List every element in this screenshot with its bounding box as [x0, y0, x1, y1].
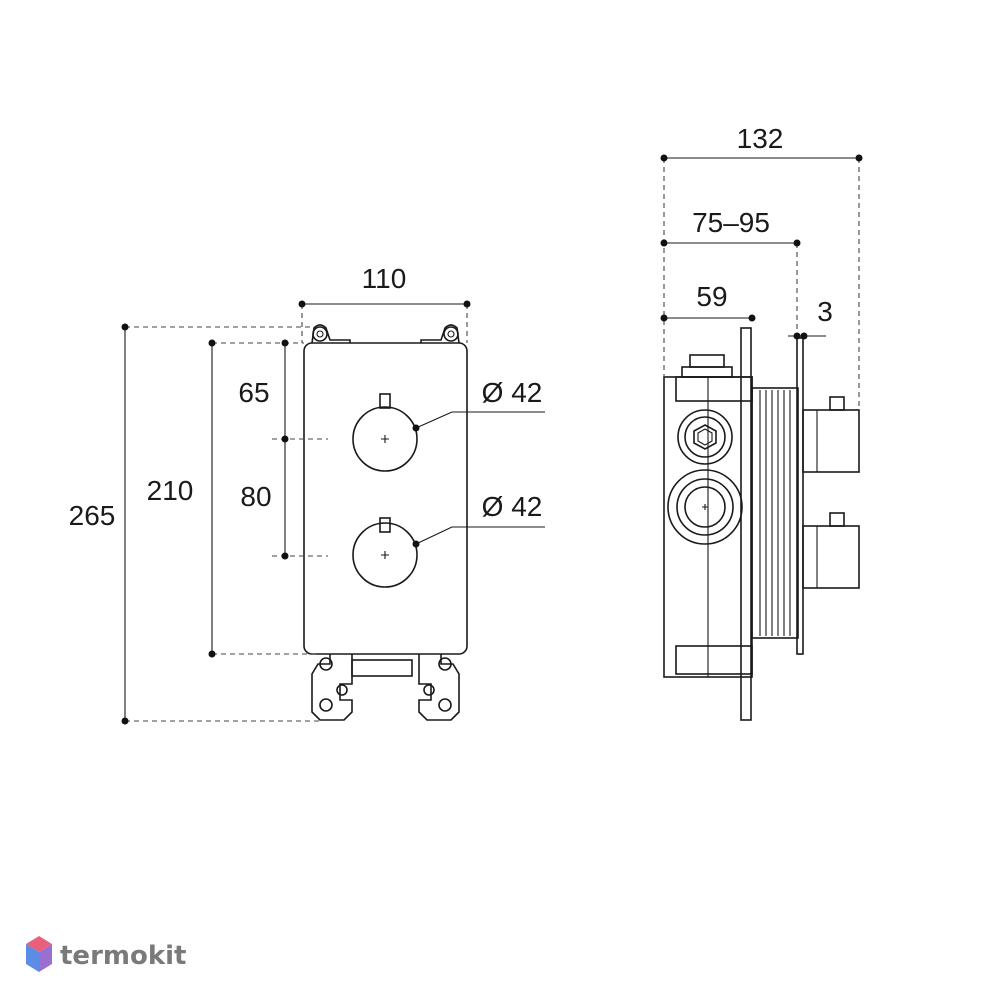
- dimension-height-210: 210: [147, 339, 320, 658]
- front-plate: [303, 342, 468, 655]
- logo-text: termokit: [60, 941, 186, 971]
- threaded-sleeve: [751, 387, 799, 639]
- knob-top: [352, 393, 418, 472]
- knob-bottom-diameter-label: Ø 42: [482, 491, 543, 522]
- diameter-leaders: Ø 42 Ø 42: [412, 377, 545, 548]
- body-depth-label: 59: [696, 281, 727, 312]
- knob-bottom-side: [802, 512, 860, 589]
- knob-bottom: [352, 517, 418, 588]
- mounting-flange: [740, 327, 752, 721]
- dimension-body-depth: 59: [660, 281, 756, 322]
- knob-top-diameter-label: Ø 42: [482, 377, 543, 408]
- hex-port: [677, 409, 733, 465]
- top-offset-label: 65: [238, 377, 269, 408]
- top-nut: [689, 354, 725, 368]
- height-inner-label: 210: [147, 475, 194, 506]
- bottom-bracket: [311, 654, 460, 721]
- depth-range-label: 75–95: [692, 207, 770, 238]
- dimension-height-265: 265: [69, 323, 320, 725]
- plate-thickness-label: 3: [817, 296, 833, 327]
- depth-total-label: 132: [737, 123, 784, 154]
- top-mounting-ears: [311, 324, 460, 344]
- knob-top-side: [802, 396, 860, 473]
- dimension-knob-spacing: 65 80: [238, 339, 328, 560]
- dimension-depth-range: 75–95: [660, 207, 801, 338]
- dimension-plate-thickness: 3: [788, 296, 833, 340]
- bottom-block: [675, 645, 753, 675]
- termokit-logo: termokit: [26, 936, 186, 972]
- dimension-width-110: 110: [298, 263, 471, 343]
- width-label: 110: [362, 263, 407, 294]
- front-view: 110 265 210 65 8: [69, 263, 545, 725]
- cover-plate: [796, 337, 804, 655]
- dimension-depth-132: 132: [660, 123, 863, 410]
- round-port: [667, 469, 743, 545]
- side-view: 132 75–95 59 3: [660, 123, 863, 721]
- logo-cube-icon: [26, 936, 52, 972]
- spacing-label: 80: [240, 481, 271, 512]
- height-total-label: 265: [69, 500, 116, 531]
